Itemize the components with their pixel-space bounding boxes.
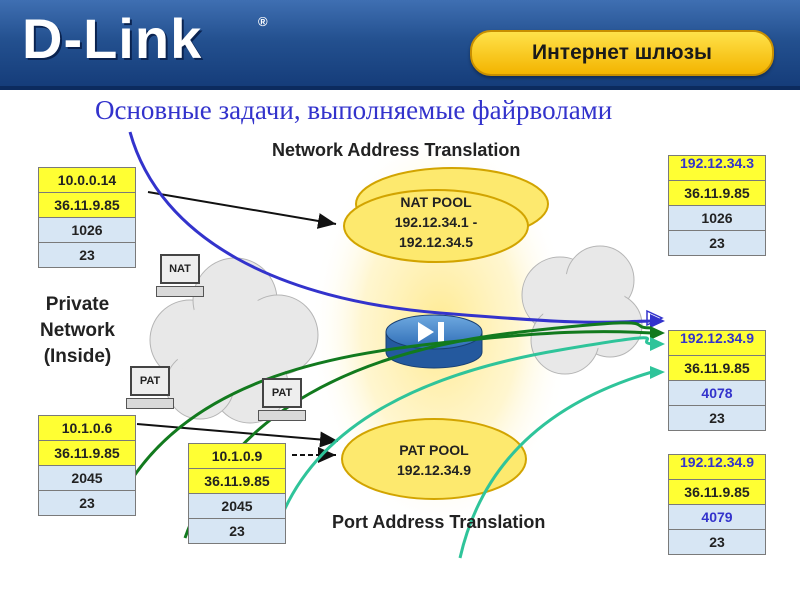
packet-dest-ip: 36.11.9.85 — [39, 441, 135, 466]
packet-dest-port: 23 — [39, 243, 135, 267]
pat-host-1-base — [126, 398, 174, 409]
packet-source-port: 2045 — [189, 494, 285, 519]
packet-dest-ip: 36.11.9.85 — [669, 480, 765, 505]
packet-source-port: 1026 — [669, 206, 765, 231]
nat-pool-line-2: 192.12.34.1 - — [394, 214, 478, 230]
pat-pool-line-2: 192.12.34.9 — [397, 462, 471, 478]
nat-host-screen: NAT — [160, 254, 200, 284]
pat-host-1-screen: PAT — [130, 366, 170, 396]
private-line-2: Network — [40, 320, 115, 341]
packet-source-ip: 192.12.34.9 — [669, 455, 765, 480]
packet-dest-ip: 36.11.9.85 — [669, 181, 765, 206]
outline-arrowhead — [646, 309, 664, 327]
header-stripe — [0, 86, 800, 90]
private-line-1: Private — [45, 294, 110, 315]
nat-title: Network Address Translation — [272, 140, 521, 160]
pat-host-2-screen: PAT — [262, 378, 302, 408]
registered-mark: ® — [258, 14, 268, 29]
packet-dest-port: 23 — [39, 491, 135, 515]
pat-flow-teal-2 — [458, 370, 653, 559]
pat-pool-ellipse — [341, 418, 527, 500]
packet-source-port: 1026 — [39, 218, 135, 243]
packet-inside-pat-2: 10.1.0.9 36.11.9.85 2045 23 — [188, 443, 286, 544]
pat-host-computer-1: PAT — [126, 366, 174, 409]
pat-pool-label: PAT POOL 192.12.34.9 — [364, 440, 504, 480]
packet-source-ip: 192.12.34.3 — [669, 156, 765, 181]
packet-outside-nat: 192.12.34.3 36.11.9.85 1026 23 — [668, 155, 766, 256]
packet-source-port: 2045 — [39, 466, 135, 491]
nat-pool-line-3: 192.12.34.5 — [399, 234, 473, 250]
nat-flow-arrowhead — [650, 314, 665, 328]
private-line-3: (Inside) — [43, 346, 112, 367]
pat-flow-teal-1 — [278, 336, 653, 521]
arrow-to-nat-pool — [147, 191, 337, 229]
pat-title: Port Address Translation — [332, 512, 546, 532]
pat-pool-line-1: PAT POOL — [399, 442, 469, 458]
packet-source-port: 4078 — [669, 381, 765, 406]
packet-dest-ip: 36.11.9.85 — [669, 356, 765, 381]
nat-host-base — [156, 286, 204, 297]
packet-source-port: 4079 — [669, 505, 765, 530]
header-banner: D-Link ® Интернет шлюзы — [0, 0, 800, 90]
public-network-cloud — [521, 245, 643, 375]
packet-outside-pat-1: 192.12.34.9 36.11.9.85 4078 23 — [668, 330, 766, 431]
pat-host-2-base — [258, 410, 306, 421]
packet-inside-nat: 10.0.0.14 36.11.9.85 1026 23 — [38, 167, 136, 268]
packet-source-ip: 192.12.34.9 — [669, 331, 765, 356]
packet-dest-port: 23 — [189, 519, 285, 543]
packet-dest-ip: 36.11.9.85 — [39, 193, 135, 218]
packet-dest-port: 23 — [669, 231, 765, 255]
pat-flow-teal-1-arrowhead — [650, 337, 665, 351]
section-title-pill: Интернет шлюзы — [470, 30, 774, 76]
packet-source-ip: 10.1.0.6 — [39, 416, 135, 441]
pat-flow-dark-1 — [123, 330, 653, 491]
dlink-logo: D-Link — [22, 7, 203, 70]
page-title: Основные задачи, выполняемые файрволами — [95, 95, 613, 125]
packet-dest-port: 23 — [669, 530, 765, 554]
packet-source-ip: 10.0.0.14 — [39, 168, 135, 193]
private-network-label: Private Network (Inside) — [40, 292, 115, 370]
pat-host-computer-2: PAT — [258, 378, 306, 421]
packet-inside-pat-1: 10.1.0.6 36.11.9.85 2045 23 — [38, 415, 136, 516]
pat-flow-dark-1-arrowhead — [650, 326, 665, 340]
nat-pool-ellipse — [343, 189, 529, 263]
packet-source-ip: 10.1.0.9 — [189, 444, 285, 469]
pat-flow-teal-2-arrowhead — [650, 366, 665, 379]
packet-outside-pat-2: 192.12.34.9 36.11.9.85 4079 23 — [668, 454, 766, 555]
nat-host-computer: NAT — [156, 254, 204, 297]
arrow-to-pat-pool-1 — [136, 423, 339, 448]
nat-pool-label: NAT POOL 192.12.34.1 - 192.12.34.5 — [366, 192, 506, 252]
packet-dest-port: 23 — [669, 406, 765, 430]
nat-pool-line-1: NAT POOL — [400, 194, 472, 210]
packet-dest-ip: 36.11.9.85 — [189, 469, 285, 494]
